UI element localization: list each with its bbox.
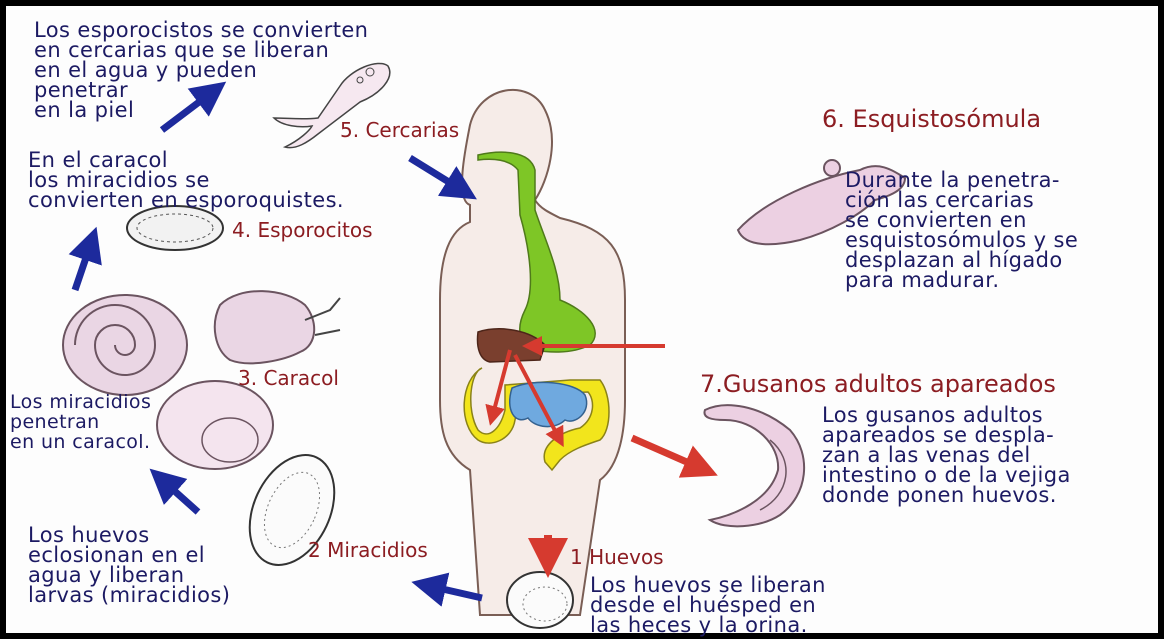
label-miracidios: 2 Miracidios — [308, 538, 428, 562]
label-huevos: 1 Huevos — [570, 545, 664, 569]
arrow-egg-to-miracidium — [425, 585, 482, 598]
infected-snail — [157, 381, 273, 469]
adult-worms-organism — [704, 405, 804, 526]
note-cercarias: Los esporocistos se convierten en cercar… — [34, 20, 368, 120]
arrow-miracidium-to-snail — [160, 478, 198, 512]
label-gusanos: 7.Gusanos adultos apareados — [700, 370, 1056, 398]
note-esquistosomula: Durante la penetra- ción las cercarias s… — [845, 170, 1078, 290]
note-huevos: Los huevos se liberan desde el huésped e… — [590, 575, 826, 635]
arrow-snail-to-sporocyst — [75, 240, 92, 290]
note-gusanos: Los gusanos adultos apareados se despla-… — [822, 405, 1071, 505]
label-caracol: 3. Caracol — [238, 366, 339, 390]
label-esporocitos: 4. Esporocitos — [232, 218, 373, 242]
egg-organism — [507, 572, 573, 628]
arrow-cercaria-to-body — [410, 158, 465, 192]
note-caracol: Los miracidios penetran en un caracol. — [10, 392, 151, 452]
arrow-to-adult-worms — [632, 438, 705, 470]
snail-organism — [215, 291, 340, 363]
sporocyst-organism — [127, 206, 223, 250]
label-cercarias: 5. Cercarias — [340, 118, 459, 142]
label-esquistosomula: 6. Esquistosómula — [822, 105, 1041, 133]
note-esporocitos: En el caracol los miracidios se conviert… — [28, 150, 344, 210]
note-miracidios: Los huevos eclosionan en el agua y liber… — [28, 525, 230, 605]
snail-shell — [63, 295, 187, 395]
